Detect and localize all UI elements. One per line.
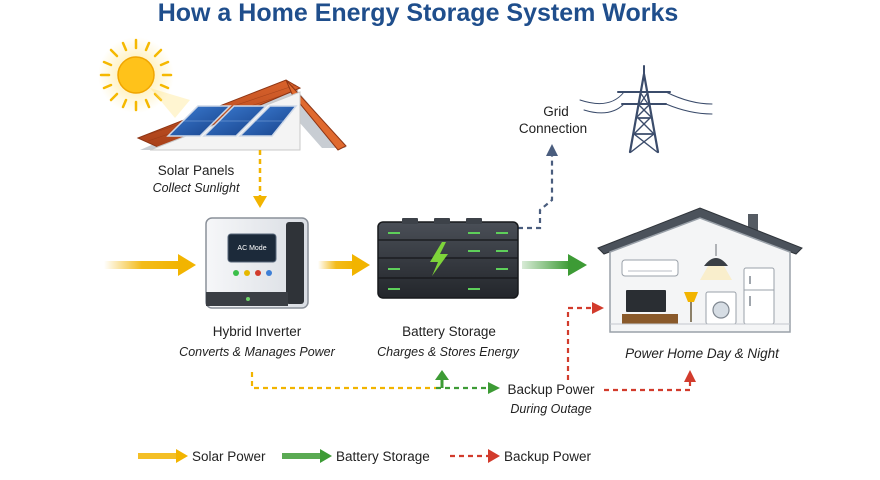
backup-to-home-arrow [566, 302, 696, 392]
battery-storage-illustration [377, 218, 519, 299]
grid-label-line2: Connection [519, 121, 587, 136]
battery-to-home-arrow [522, 254, 587, 276]
inverter-to-backup-path [250, 372, 500, 394]
sun-icon [98, 37, 174, 113]
solar-to-inverter-arrow [253, 150, 267, 208]
solar-panels-illustration [98, 37, 347, 151]
solar-input-arrow [104, 254, 196, 276]
legend-item: Battery Storage [282, 449, 430, 464]
hybrid-inverter-illustration: AC Mode [205, 217, 309, 309]
solar-panels-sublabel: Collect Sunlight [153, 181, 240, 195]
home-illustration [597, 207, 803, 333]
backup-power-sublabel: During Outage [510, 402, 591, 416]
power-tower-icon [579, 65, 713, 154]
backup-to-battery-arrow [435, 370, 449, 388]
grid-label-line1: Grid [543, 104, 569, 119]
inverter-screen-text: AC Mode [237, 245, 266, 252]
legend-label: Solar Power [192, 449, 266, 464]
legend-label: Backup Power [504, 449, 592, 464]
legend-item: Backup Power [450, 449, 592, 464]
battery-label: Battery Storage [402, 324, 496, 339]
legend-label: Battery Storage [336, 449, 430, 464]
page-title: How a Home Energy Storage System Works [158, 0, 679, 27]
legend: Solar Power Battery Storage Backup Power [138, 449, 592, 464]
solar-panels-label: Solar Panels [158, 163, 235, 178]
lightning-bolt-icon [430, 242, 448, 276]
battery-sublabel: Charges & Stores Energy [377, 345, 519, 359]
battery-to-grid-arrow [518, 144, 558, 230]
inverter-label: Hybrid Inverter [213, 324, 302, 339]
backup-power-label: Backup Power [507, 382, 595, 397]
home-label: Power Home Day & Night [625, 346, 780, 361]
legend-item: Solar Power [138, 449, 266, 464]
inverter-to-battery-arrow [318, 254, 370, 276]
inverter-sublabel: Converts & Manages Power [179, 345, 335, 359]
